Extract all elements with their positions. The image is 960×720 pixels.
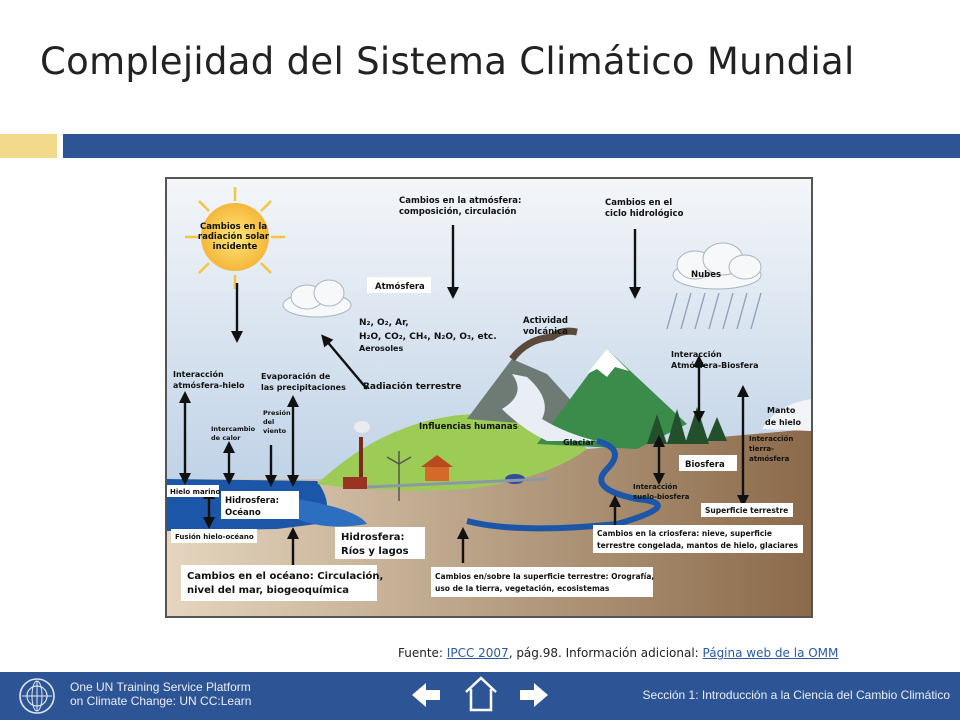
rain-cloud-icon (672, 242, 762, 290)
green-mountain (537, 349, 687, 449)
home-icon[interactable] (463, 675, 499, 713)
source-prefix: Fuente: (398, 646, 447, 660)
page-title: Complejidad del Sistema Climático Mundia… (40, 40, 855, 83)
hydro-cycle-label: Cambios en el ciclo hidrológico (605, 198, 684, 219)
cryosphere-label: Cambios en la criosfera: nieve, superfic… (597, 529, 799, 550)
ice-sheet-label: Manto de hielo (765, 406, 802, 427)
factory-icon (343, 421, 370, 489)
heat-exchange-label: Intercambio de calor (211, 425, 257, 442)
soil-bio-label: Interacción suelo-biosfera (633, 483, 690, 501)
land-surface-label: Superficie terrestre (705, 506, 788, 515)
cloud-icon (282, 279, 352, 318)
platform-name: One UN Training Service Platform on Clim… (70, 680, 251, 708)
human-influence-label: Influencias humanas (419, 422, 518, 432)
platform-line-2: on Climate Change: UN CC:Learn (70, 694, 252, 708)
omm-link[interactable]: Página web de la OMM (702, 646, 839, 660)
section-label: Sección 1: Introducción a la Ciencia del… (642, 688, 950, 702)
climate-system-diagram: Cambios en la radiación solar incidente … (165, 177, 813, 618)
ipcc-link[interactable]: IPCC 2007 (446, 646, 509, 660)
solar-label: Cambios en la radiación solar incidente (198, 222, 272, 252)
gases-label: N₂, O₂, Ar, H₂O, CO₂, CH₄, N₂O, O₃, etc.… (359, 318, 500, 353)
river (466, 438, 661, 532)
terrestrial-radiation-label: Radiación terrestre (363, 381, 461, 392)
atmosphere-label: Atmósfera (375, 281, 425, 292)
glacier-label: Glaciar (563, 438, 595, 447)
glacier (502, 374, 597, 441)
sun-icon (185, 187, 285, 289)
arrow-right-icon[interactable] (518, 680, 550, 710)
rain-icon (666, 292, 762, 330)
atm-bio-label: Interacción Atmósfera-Biosfera (671, 349, 759, 370)
atm-ice-label: Interacción atmósfera-hielo (173, 369, 245, 390)
title-accent-yellow (0, 134, 57, 158)
terrestrial-radiation-arrow (321, 334, 368, 390)
title-accent-bar (63, 134, 960, 158)
ocean-changes-label: Cambios en el océano: Circulación, nivel… (187, 570, 387, 596)
volcanic-label: Actividad volcánica (523, 316, 571, 337)
evaporation-label: Evaporación de las precipitaciones (261, 371, 346, 392)
clouds-label: Nubes (691, 270, 721, 280)
windmill-icon (386, 451, 412, 501)
wind-pressure-label: Presión del viento (263, 409, 293, 435)
rivers-label: Hidrosfera: Ríos y lagos (341, 532, 409, 557)
source-middle: , pág.98. Información adicional: (508, 646, 703, 660)
platform-line-1: One UN Training Service Platform (70, 680, 251, 694)
ocean-hydrosphere-label: Hidrosfera: Océano (225, 496, 282, 518)
ice-sheet (762, 399, 811, 431)
arrow-left-icon[interactable] (410, 680, 442, 710)
house-icon (421, 455, 453, 481)
land-atm-label: Interacción tierra- atmósfera (749, 435, 796, 463)
atmosphere-change-label: Cambios en la atmósfera: composición, ci… (399, 195, 524, 217)
lake (297, 499, 367, 527)
ice-ocean-label: Fusión hielo-océano (175, 533, 254, 541)
surface-changes-label: Cambios en/sobre la superficie terrestre… (435, 572, 657, 593)
footer-bar: One UN Training Service Platform on Clim… (0, 672, 960, 720)
volcano-smoke (509, 327, 578, 362)
biosphere-label: Biosfera (685, 460, 725, 470)
un-emblem-icon (19, 678, 55, 714)
road (366, 477, 548, 489)
source-citation: Fuente: IPCC 2007, pág.98. Información a… (398, 646, 838, 660)
green-hill (317, 413, 587, 491)
sea-ice-label: Hielo marino (170, 488, 221, 496)
